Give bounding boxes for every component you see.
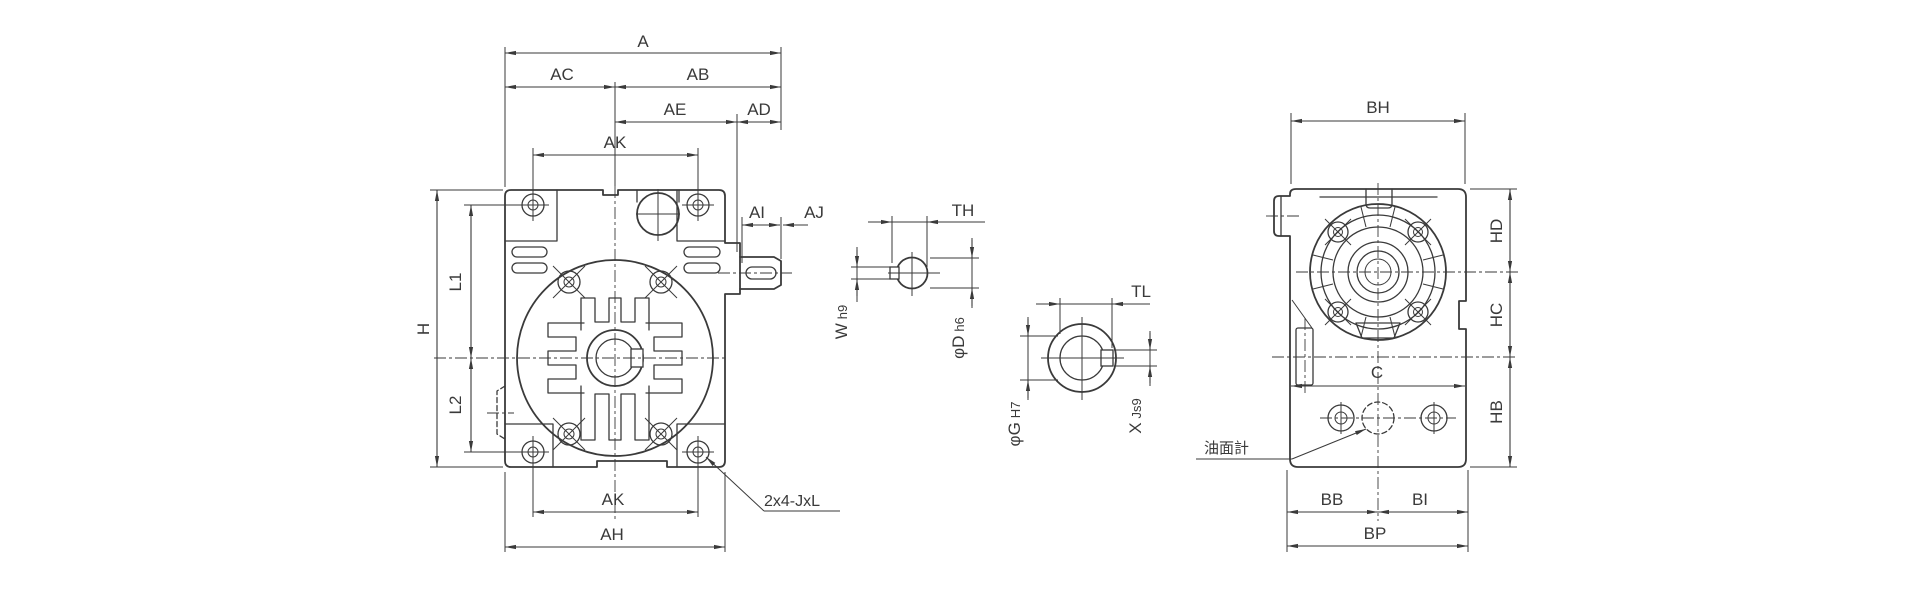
dim-label-aj: AJ [804, 203, 824, 222]
dim-ak-top: AK [532, 133, 699, 199]
dim-label-ai: AI [749, 203, 765, 222]
side-body [1266, 183, 1518, 521]
dim-ak-bottom: AK [532, 460, 699, 517]
front-body [434, 186, 792, 522]
dim-label-l2: L2 [446, 396, 465, 415]
cover-screw [552, 417, 586, 451]
dim-label-x: XJs9 [1126, 398, 1145, 434]
dim-label-a: A [637, 32, 649, 51]
dim-label-ac: AC [550, 65, 574, 84]
dim-label-c: C [1371, 363, 1383, 382]
dim-bh: BH [1290, 98, 1466, 184]
dim-l1-l2: L1 L2 [446, 204, 522, 453]
front-body-outline [504, 189, 741, 468]
pad-step-top-left [504, 189, 558, 242]
fin-slot [511, 262, 548, 274]
dim-ai-aj: AI AJ [741, 203, 824, 263]
flange-screw [1324, 298, 1352, 326]
dim-th: TH [868, 201, 985, 267]
dim-label-hc: HC [1487, 303, 1506, 328]
dim-label-hd: HD [1487, 219, 1506, 244]
dim-c: C [1291, 363, 1465, 389]
flange-lug [1355, 322, 1401, 339]
dim-ah: AH [504, 472, 726, 552]
side-plug-dashed [496, 385, 506, 440]
dim-d: φDh6 [930, 238, 979, 359]
dim-label-bb: BB [1321, 490, 1344, 509]
cover-screw [644, 417, 678, 451]
dim-label-tl: TL [1131, 282, 1151, 301]
dim-ac-ab: AC AB [505, 65, 781, 186]
dim-label-g: φGH7 [1005, 402, 1024, 447]
dim-label-th: TH [952, 201, 975, 220]
fin-slot [683, 246, 721, 258]
cover-screw [552, 265, 586, 299]
front-view: A AC AB AE AD AK AI AJ [414, 32, 840, 552]
pad-step-bottom-left [504, 423, 554, 468]
side-slot-boss [1295, 327, 1314, 386]
solid-shaft-section: TH Wh9 φDh6 [832, 201, 985, 359]
dim-label-w: Wh9 [832, 305, 851, 340]
dim-label-h: H [414, 323, 433, 335]
dim-w: Wh9 [832, 247, 893, 339]
dim-label-ak-bottom: AK [602, 490, 625, 509]
dim-label-bi: BI [1412, 490, 1428, 509]
fin-slot [683, 262, 721, 274]
bolt-hole [682, 189, 714, 221]
dim-label-ah: AH [600, 525, 624, 544]
flange-screw [1404, 218, 1432, 246]
input-shaft-hole [636, 189, 680, 241]
dim-label-d: φDh6 [949, 317, 968, 359]
dim-a: A [504, 32, 782, 187]
pad-step-bottom-right [676, 423, 726, 468]
dim-x: XJs9 [1114, 331, 1157, 434]
note-label-2x4-jxl: 2x4-JxL [764, 493, 820, 510]
dim-label-bp: BP [1364, 524, 1387, 543]
dim-hd-hc-hb: HD HC HB [1470, 188, 1517, 468]
dim-label-hb: HB [1487, 400, 1506, 424]
dim-label-l1: L1 [446, 273, 465, 292]
flange-screw [1324, 218, 1352, 246]
mounting-hole-note: 2x4-JxL [705, 456, 840, 512]
side-view: BH C 油面計 BB BI BP [1196, 98, 1518, 552]
dim-h: H [414, 189, 503, 468]
oil-gauge-label: 油面計 [1204, 440, 1249, 457]
dim-label-ad: AD [747, 100, 771, 119]
dim-label-ae: AE [664, 100, 687, 119]
dim-label-ak-top: AK [604, 133, 627, 152]
oil-gauge-note: 油面計 [1196, 428, 1367, 460]
dim-ae-ad: AE AD [615, 100, 781, 252]
dim-g: φGH7 [1005, 317, 1058, 446]
fin-slot [511, 246, 548, 258]
hollow-bore-section: TL φGH7 XJs9 [1005, 282, 1157, 446]
cover-screw [644, 265, 678, 299]
flange-screw [1404, 298, 1432, 326]
dim-label-ab: AB [687, 65, 710, 84]
dim-bb-bi-bp: BB BI BP [1286, 470, 1469, 552]
dim-label-bh: BH [1366, 98, 1390, 117]
dim-tl: TL [1036, 282, 1151, 348]
